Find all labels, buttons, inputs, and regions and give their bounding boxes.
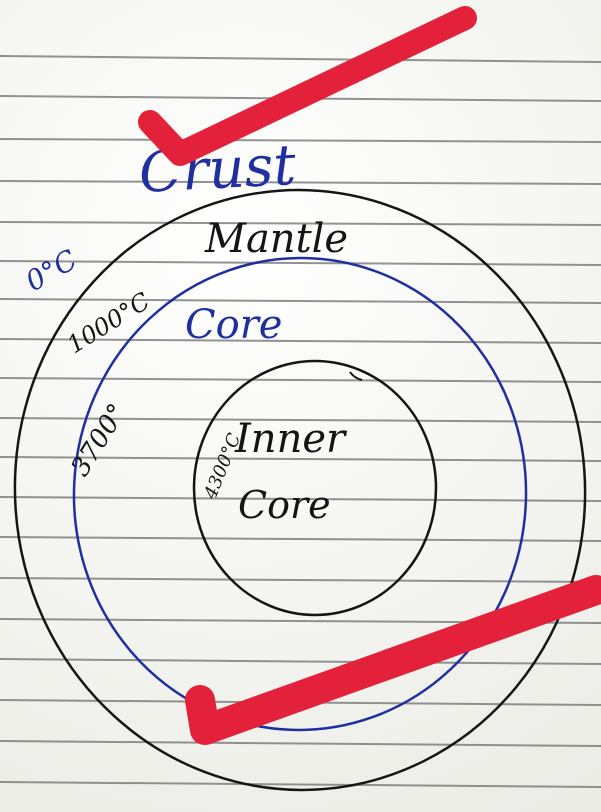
core-circle [72, 256, 528, 732]
check-mark-bottom-icon [185, 575, 601, 745]
label-core: Core [185, 302, 282, 348]
temp-crust: 0°C [20, 243, 83, 298]
crust-circle [13, 188, 587, 792]
check-mark-top-icon [138, 6, 477, 166]
temp-core: 3700° [65, 399, 132, 482]
temp-mantle: 1000°C [62, 287, 154, 359]
inner-core-tick [349, 371, 363, 381]
label-mantle: Mantle [204, 216, 348, 262]
label-inner-core-line1: Inner [234, 416, 348, 462]
inner-core-circle [192, 359, 438, 617]
label-inner-core-line2: Core [238, 483, 331, 527]
